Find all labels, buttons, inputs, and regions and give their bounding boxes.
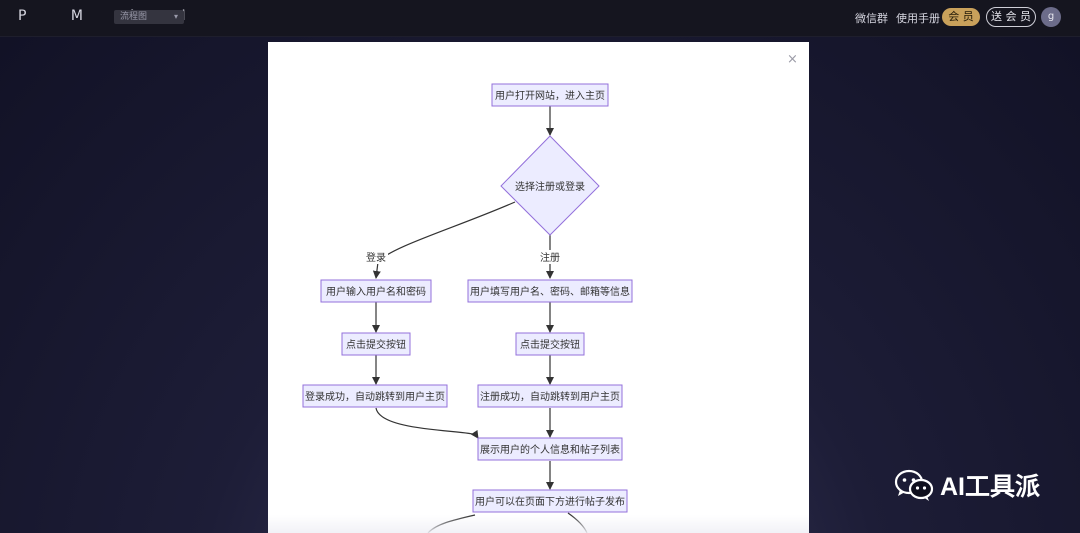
svg-text:用户填写用户名、密码、邮箱等信息: 用户填写用户名、密码、邮箱等信息 bbox=[470, 285, 630, 298]
manual-link[interactable]: 使用手册 bbox=[896, 12, 940, 25]
wechat-icon bbox=[894, 468, 934, 502]
watermark-text: AI工具派 bbox=[940, 473, 1041, 501]
node-register-input[interactable]: 用户填写用户名、密码、邮箱等信息 bbox=[467, 279, 633, 303]
edge-decision-login bbox=[372, 201, 516, 279]
node-show-info[interactable]: 展示用户的个人信息和帖子列表 bbox=[477, 437, 623, 461]
watermark: AI工具派 bbox=[894, 467, 1040, 503]
svg-text:登录: 登录 bbox=[366, 251, 386, 264]
edge-label-login: 登录 bbox=[364, 250, 388, 264]
svg-text:登录成功，自动跳转到用户主页: 登录成功，自动跳转到用户主页 bbox=[305, 390, 445, 403]
svg-text:注册: 注册 bbox=[540, 251, 560, 264]
svg-text:点击提交按钮: 点击提交按钮 bbox=[346, 338, 406, 351]
node-login-success[interactable]: 登录成功，自动跳转到用户主页 bbox=[302, 384, 448, 408]
node-register-submit[interactable]: 点击提交按钮 bbox=[515, 332, 585, 356]
close-icon[interactable]: × bbox=[787, 52, 798, 67]
gift-vip-button[interactable]: 送 会 员 bbox=[986, 7, 1036, 27]
edge-label-register: 注册 bbox=[538, 250, 562, 264]
svg-text:用户可以在页面下方进行帖子发布: 用户可以在页面下方进行帖子发布 bbox=[475, 495, 625, 508]
svg-text:用户打开网站，进入主页: 用户打开网站，进入主页 bbox=[495, 89, 605, 102]
svg-text:展示用户的个人信息和帖子列表: 展示用户的个人信息和帖子列表 bbox=[480, 443, 620, 456]
node-decision[interactable]: 选择注册或登录 bbox=[500, 135, 600, 236]
svg-text:点击提交按钮: 点击提交按钮 bbox=[520, 338, 580, 351]
avatar[interactable]: g bbox=[1041, 7, 1061, 27]
node-login-input[interactable]: 用户输入用户名和密码 bbox=[320, 279, 432, 303]
svg-text:选择注册或登录: 选择注册或登录 bbox=[515, 180, 585, 193]
svg-text:注册成功，自动跳转到用户主页: 注册成功，自动跳转到用户主页 bbox=[480, 390, 620, 403]
node-register-success[interactable]: 注册成功，自动跳转到用户主页 bbox=[477, 384, 623, 408]
node-login-submit[interactable]: 点击提交按钮 bbox=[341, 332, 411, 356]
node-publish[interactable]: 用户可以在页面下方进行帖子发布 bbox=[472, 489, 628, 513]
top-bar: P M A I 流程图 ▾ 微信群 使用手册 会 员 送 会 员 g bbox=[0, 0, 1080, 37]
flowchart-preview-modal: × 登录 注册 用户打开网站，进入主页 bbox=[268, 42, 809, 533]
vip-button[interactable]: 会 员 bbox=[942, 8, 980, 26]
svg-text:用户输入用户名和密码: 用户输入用户名和密码 bbox=[326, 285, 426, 298]
diagram-type-select[interactable]: 流程图 ▾ bbox=[114, 10, 184, 24]
edge-login-success-show bbox=[375, 407, 479, 439]
node-start[interactable]: 用户打开网站，进入主页 bbox=[491, 83, 609, 107]
wechat-group-link[interactable]: 微信群 bbox=[855, 12, 888, 25]
modal-bottom-fade bbox=[268, 515, 809, 533]
diagram-type-label: 流程图 bbox=[120, 12, 148, 22]
chevron-down-icon: ▾ bbox=[173, 12, 178, 21]
flowchart-canvas: 登录 注册 用户打开网站，进入主页 选择注册或登录 用户输入用户名和密码 用户填… bbox=[302, 83, 633, 533]
